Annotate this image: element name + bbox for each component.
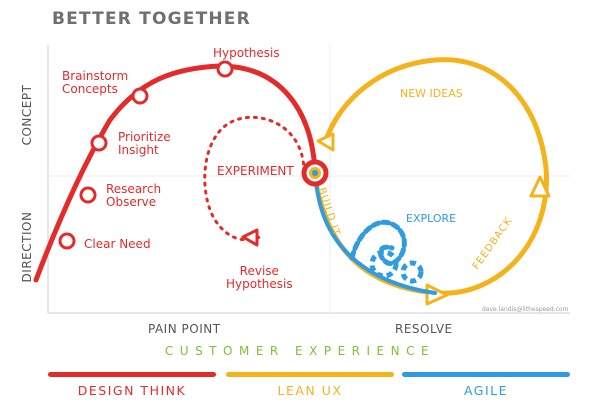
legend-bar-design-think: [48, 372, 216, 377]
build-it-arrow-icon: [316, 132, 335, 152]
hypothesis-node: [216, 60, 234, 78]
legend-bar-agile: [402, 372, 570, 377]
clear-need-node: [58, 232, 76, 250]
legend-label-agile: AGILE: [463, 383, 509, 398]
agile-path: [314, 176, 437, 295]
label-explore: EXPLORE: [406, 212, 457, 225]
revise-arrow-icon: [241, 228, 259, 247]
customer-experience-label: CUSTOMER EXPERIENCE: [164, 344, 436, 358]
experiment-dotted-loop: [203, 115, 306, 242]
legend-label-design-think: DESIGN THINK: [77, 383, 187, 398]
y-axis-label-direction: DIRECTION: [20, 211, 34, 283]
feedback-arrow-icon: [425, 283, 449, 306]
prioritize-insight-node: [90, 134, 108, 152]
x-axis-label-pain-point: PAIN POINT: [148, 322, 221, 336]
credit-text: dave.landis@lithespeed.com: [482, 306, 569, 313]
label-prioritize-insight: Prioritize Insight: [118, 131, 171, 157]
label-brainstorm: Brainstorm: [62, 69, 129, 83]
explore-loop-medium: [369, 249, 399, 279]
design-think-path: [33, 63, 318, 283]
label-revise-hypothesis-text: Hypothesis: [226, 277, 293, 291]
legend-bar-lean-ux: [226, 372, 394, 377]
label-hypothesis: Hypothesis: [213, 46, 280, 60]
x-axis-label-resolve: RESOLVE: [395, 322, 453, 336]
label-new-ideas: NEW IDEAS: [400, 87, 463, 100]
label-research-observe: Research Observe: [106, 183, 161, 209]
new-ideas-arrow-icon: [529, 175, 551, 198]
label-concepts: Concepts: [62, 82, 118, 96]
label-research: Research: [106, 182, 162, 196]
brainstorm-concepts-node: [131, 87, 149, 105]
label-observe: Observe: [106, 195, 157, 209]
label-brainstorm-concepts: Brainstorm Concepts: [62, 70, 128, 96]
label-experiment: EXPERIMENT: [217, 164, 294, 178]
label-insight: Insight: [118, 143, 159, 157]
diagram-title: BETTER TOGETHER: [52, 9, 251, 29]
label-prioritize: Prioritize: [118, 130, 171, 144]
label-revise-hypothesis: Revise Hypothesis: [226, 265, 293, 291]
label-clear-need: Clear Need: [84, 237, 151, 251]
experiment-hub-core: [312, 170, 318, 176]
explore-loop-large: [349, 219, 407, 266]
legend-label-lean-ux: LEAN UX: [277, 383, 343, 398]
research-observe-node: [79, 186, 97, 204]
label-revise: Revise: [239, 264, 279, 278]
explore-loop-small: [400, 260, 424, 284]
y-axis-label-concept: CONCEPT: [20, 84, 34, 146]
